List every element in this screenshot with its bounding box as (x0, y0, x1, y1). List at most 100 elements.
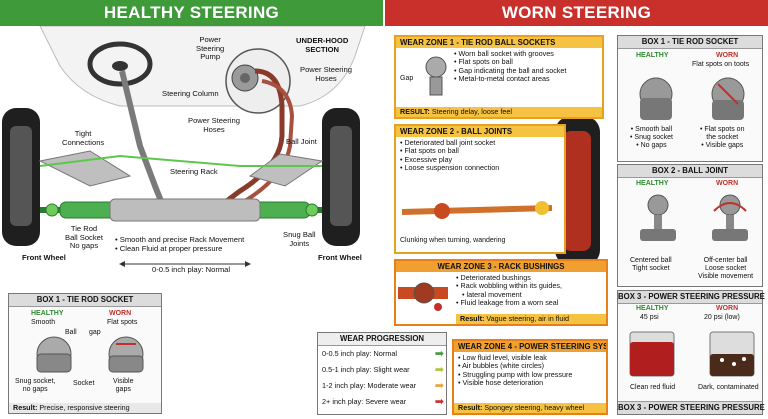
label-play-normal: 0-0.5 inch play: Normal (152, 265, 231, 274)
zone4-item-2: Struggling pump with low pressure (458, 370, 602, 379)
zone1-item-0: Worn ball socket with grooves (454, 49, 598, 58)
rbox3-healthy: HEALTHY (636, 305, 669, 312)
zone4-result: Result: Spongey steering, heavy wheel (454, 403, 606, 413)
healthy-box-tie-rod: BOX 1 - TIE ROD SOCKET HEALTHY WORN Smoo… (8, 293, 162, 414)
zone4-title: WEAR ZONE 4 - POWER STEERING SYSTEM (454, 341, 606, 352)
progression-row-text: 0.5-1 inch play: Slight wear (322, 365, 410, 374)
healthy-box-gap: gap (89, 329, 101, 336)
rbox3-healthy-psi: 45 psi (640, 314, 659, 321)
zone2-title: WEAR ZONE 2 - BALL JOINTS (396, 126, 564, 137)
wear-zone-1: WEAR ZONE 1 - TIE ROD BALL SOCKETS Worn … (394, 35, 604, 119)
zone3-bushing-art (398, 282, 448, 311)
rbox3-worn-psi: 20 psi (low) (704, 314, 740, 321)
label-steering-column: Steering Column (162, 89, 219, 98)
zone2-item-1: Flat spots on ball (400, 146, 560, 155)
zone1-item-2: Gap indicating the ball and socket (454, 66, 598, 75)
label-under-hood: UNDER-HOOD SECTION (296, 36, 349, 54)
wear-zone-3: WEAR ZONE 3 - RACK BUSHINGS Deteriorated… (394, 259, 608, 326)
zone1-item-3: Metal-to-metal contact areas (454, 74, 598, 83)
healthy-box-ball: Ball (65, 329, 77, 336)
zone2-item-0: Deteriorated ball joint socket (400, 138, 560, 147)
zone2-joint-art (402, 201, 553, 219)
healthy-box-healthy: HEALTHY (31, 310, 64, 317)
progression-row: 2+ inch play: Severe wear➡ (322, 396, 444, 408)
zone1-item-1: Flat spots on ball (454, 57, 598, 66)
rbox2-worn-items: Off-center ball Loose socket Visible mov… (698, 257, 754, 280)
progression-row: 1-2 inch play: Moderate wear ➡ (322, 380, 444, 392)
zone3-title: WEAR ZONE 3 - RACK BUSHINGS (396, 261, 606, 272)
label-smooth-rack: • Smooth and precise Rack Movement (115, 235, 245, 244)
wheel-right-rim (330, 126, 352, 226)
progression-arrow-icon: ➡ (434, 396, 444, 408)
right-box-2: BOX 2 - BALL JOINT HEALTHY WORN Centered… (617, 164, 763, 287)
rbox2-joints (640, 194, 748, 241)
right-control-arm (248, 153, 324, 187)
rbox1-worn-items: • Flat spots on the socket • Visible gap… (700, 126, 745, 149)
pump-hub (240, 73, 250, 83)
zone3-item-3: Fluid leakage from a worn seal (456, 298, 602, 307)
rbox3-worn-fluid: Dark, contaminated (698, 384, 759, 391)
label-front-wheel-right: Front Wheel (318, 253, 362, 262)
progression-row: 0-0.5 inch play: Normal➡ (322, 348, 444, 360)
rack-housing (109, 198, 261, 222)
healthy-box-snug: Snug socket, no gaps (15, 378, 56, 393)
steering-wheel (87, 41, 153, 87)
label-front-wheel-left: Front Wheel (22, 253, 66, 262)
wear-zone-4: WEAR ZONE 4 - POWER STEERING SYSTEM Low … (452, 339, 608, 415)
label-steering-rack: Steering Rack (170, 167, 218, 176)
label-tight-connections: Tight Connections (62, 129, 105, 147)
healthy-steering-illustration (2, 26, 366, 267)
zone3-item-2: lateral movement (456, 290, 602, 299)
zone3-item-1: Rack wobbling within its guides, (456, 281, 602, 290)
rbox3-title: BOX 3 - POWER STEERING PRESSURE (618, 291, 765, 304)
zone1-gap: Gap (400, 75, 414, 82)
rbox2-healthy-items: Centered ball Tight socket (630, 257, 672, 272)
left-control-arm (38, 150, 132, 187)
label-ps-hoses-top: Power Steering Hoses (300, 65, 352, 83)
power-steering-hose-a (218, 68, 285, 208)
wear-progression: WEAR PROGRESSION 0-0.5 inch play: Normal… (317, 332, 447, 415)
rbox2-title: BOX 2 - BALL JOINT (618, 165, 762, 178)
healthy-box-flat-spots: Flat spots (107, 319, 138, 326)
progression-row: 0.5-1 inch play: Slight wear ➡ (322, 364, 444, 376)
label-clean-fluid: • Clean Fluid at proper pressure (115, 244, 223, 253)
rbox1-worn: WORN (716, 52, 739, 59)
healthy-box-socket: Socket (73, 380, 95, 387)
progression-row-text: 0-0.5 inch play: Normal (322, 349, 398, 358)
right-box-3: BOX 3 - POWER STEERING PRESSURE HEALTHY … (617, 290, 765, 415)
healthy-box-smooth: Smooth (31, 319, 56, 326)
zone2-clunk: Clunking when turning, wandering (400, 237, 506, 244)
zone3-item-0: Deteriorated bushings (456, 273, 602, 282)
healthy-box-visible-gaps: Visible gaps (113, 378, 134, 393)
zone1-result: RESULT: Steering delay, loose feel (396, 107, 602, 117)
healthy-box-sockets (36, 336, 144, 373)
green-highlight (39, 154, 322, 167)
rbox2-worn: WORN (716, 180, 739, 187)
healthy-header: HEALTHY STEERING (0, 0, 383, 26)
rbox2-healthy: HEALTHY (636, 180, 669, 187)
right-box-1: BOX 1 - TIE ROD SOCKET HEALTHY WORN Flat… (617, 35, 763, 162)
wheel-left-rim (10, 126, 32, 226)
progression-title: WEAR PROGRESSION (318, 333, 446, 346)
progression-arrow-icon: ➡ (434, 380, 444, 392)
label-tie-rod: Tie Rod Ball Socket No gaps (65, 224, 103, 251)
rbox1-balls (639, 77, 745, 120)
zone4-item-3: Visible hose deterioration (458, 378, 602, 387)
progression-row-text: 1-2 inch play: Moderate wear (322, 381, 417, 390)
label-ball-joint: Ball Joint (286, 137, 317, 146)
zone1-ball-socket (425, 56, 447, 96)
steering-wheel-hub (112, 61, 128, 71)
worn-wheel-rim (563, 131, 591, 251)
progression-arrow-icon: ➡ (434, 364, 444, 376)
zone4-item-1: Air bubbles (white circles) (458, 361, 602, 370)
tie-rod-ball-left (45, 203, 59, 217)
rbox1-healthy-items: • Smooth ball • Snug socket • No gaps (630, 126, 673, 149)
healthy-box-worn: WORN (109, 310, 132, 317)
rbox3-healthy-fluid: Clean red fluid (630, 384, 676, 391)
healthy-box-result: Result: Precise, responsive steering (9, 403, 161, 413)
rbox1-title: BOX 1 - TIE ROD SOCKET (618, 36, 762, 49)
wear-zone-2: WEAR ZONE 2 - BALL JOINTS Deteriorated b… (394, 124, 566, 254)
label-snug-ball: Snug Ball Joints (283, 230, 316, 248)
healthy-box-title: BOX 1 - TIE ROD SOCKET (9, 294, 161, 307)
